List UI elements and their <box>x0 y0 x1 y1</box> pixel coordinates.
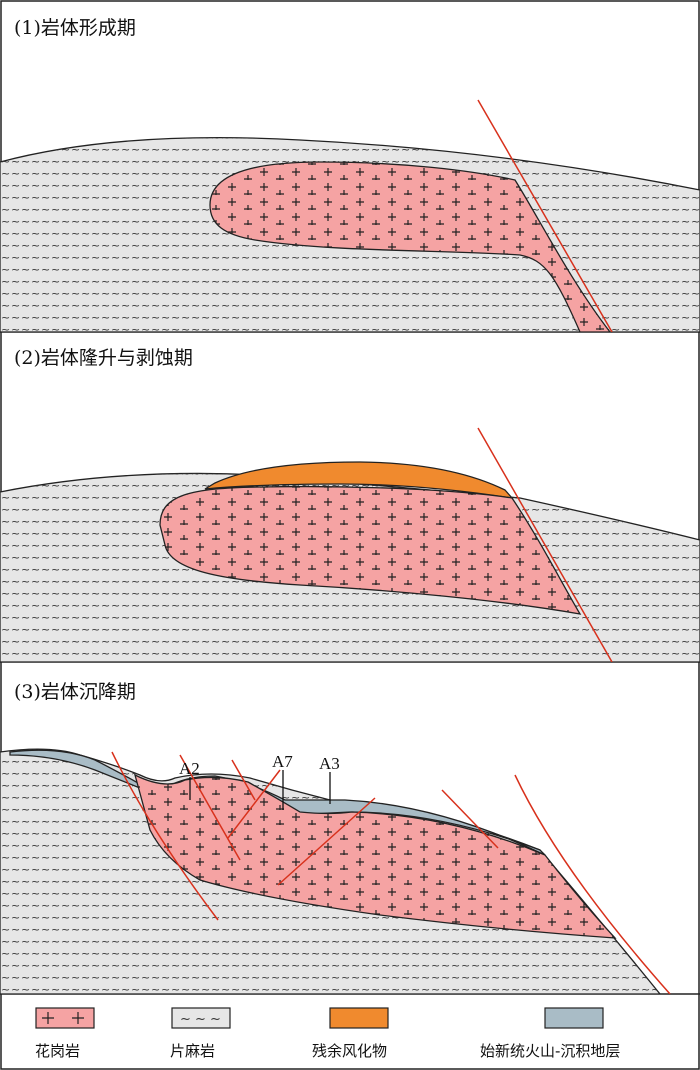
panel-1-title: (1)岩体形成期 <box>14 17 136 39</box>
legend-item-granite: 花岗岩 <box>35 1007 95 1060</box>
legend-label: 片麻岩 <box>170 1042 215 1060</box>
panel-3 <box>0 748 671 994</box>
granite-texture <box>210 162 610 332</box>
fault-line <box>477 427 613 662</box>
legend-item-weathered: 残余风化物 <box>312 1007 389 1060</box>
legend-label: 始新统火山-沉积地层 <box>480 1042 620 1060</box>
legend: 花岗岩 ~ ~ ~ 片麻岩 残余风化物 始新统火山-沉积地层 <box>35 1007 620 1060</box>
fault-line <box>231 759 256 801</box>
fault-line <box>179 754 241 861</box>
panel-1 <box>0 99 700 332</box>
legend-item-volcanic: 始新统火山-沉积地层 <box>480 1007 620 1060</box>
volcanic-swatch <box>544 1007 604 1029</box>
panel-2-title: (2)岩体隆升与剥蚀期 <box>14 347 193 369</box>
fault-line <box>277 797 376 886</box>
fault-line <box>477 99 613 332</box>
sample-label-a7: A7 <box>272 752 293 771</box>
granite-texture <box>160 486 580 614</box>
fault-line <box>227 769 281 839</box>
svg-text:~ ~ ~: ~ ~ ~ <box>180 1012 221 1027</box>
weathered-swatch <box>329 1007 389 1029</box>
fault-line <box>441 789 499 849</box>
granite-texture <box>135 775 615 938</box>
gneiss-swatch <box>171 1007 231 1029</box>
sample-label-a3: A3 <box>319 754 340 773</box>
panel-2 <box>0 427 700 662</box>
sample-label-a2: A2 <box>179 759 200 778</box>
granite-swatch <box>35 1007 95 1029</box>
fault-line <box>514 774 671 994</box>
legend-item-gneiss: ~ ~ ~ 片麻岩 <box>170 1007 231 1060</box>
panel-3-title: (3)岩体沉降期 <box>14 681 136 703</box>
legend-label: 残余风化物 <box>312 1042 387 1060</box>
fault-line <box>111 751 219 921</box>
legend-label: 花岗岩 <box>35 1042 80 1060</box>
